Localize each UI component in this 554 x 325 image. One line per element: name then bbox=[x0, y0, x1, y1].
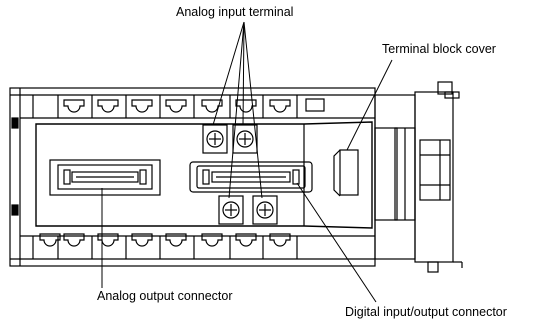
analog-input-screws-upper bbox=[202, 124, 258, 154]
terminal-block-cover bbox=[35, 121, 373, 229]
leader-lines bbox=[101, 21, 393, 303]
analog-output-connector-label: Analog output connector bbox=[97, 289, 233, 303]
terminal-block-cover-label: Terminal block cover bbox=[382, 42, 496, 56]
side-connector-housing bbox=[374, 81, 463, 273]
top-terminal-row bbox=[20, 95, 375, 119]
bottom-terminal-row bbox=[20, 233, 375, 259]
analog-input-screws-lower bbox=[218, 195, 278, 225]
digital-io-connector-label: Digital input/output connector bbox=[345, 305, 507, 319]
digital-io-connector bbox=[189, 161, 313, 193]
analog-output-connector bbox=[49, 159, 161, 196]
module-housing bbox=[9, 87, 376, 267]
analog-input-terminal-label: Analog input terminal bbox=[176, 5, 294, 19]
